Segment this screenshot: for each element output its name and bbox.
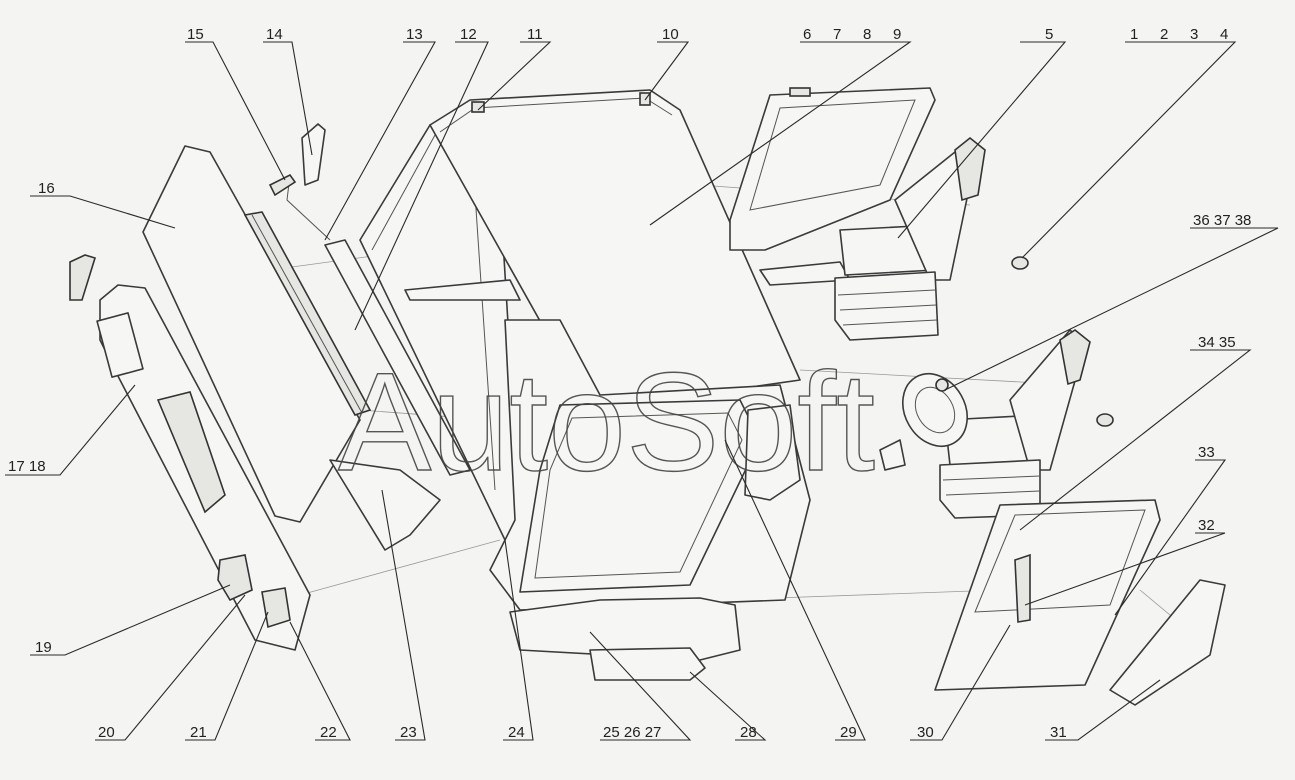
- label-1: 1: [1130, 26, 1138, 43]
- label-11: 11: [527, 26, 543, 43]
- leader-lines: [5, 41, 1279, 741]
- seat-part-5: [834, 136, 986, 341]
- label-23: 23: [400, 724, 417, 741]
- label-8: 8: [863, 26, 871, 43]
- bracket-part-21: [261, 587, 291, 629]
- label-34-35: 34 35: [1198, 334, 1236, 351]
- label-15: 15: [187, 26, 204, 43]
- side-glass-part-31: [1109, 579, 1226, 706]
- pillar-part-12: [324, 239, 471, 476]
- roof-clip-part-11: [471, 101, 485, 113]
- side-panel-part-16: [142, 145, 361, 523]
- label-12: 12: [460, 26, 477, 43]
- mirror-part-14: [301, 123, 326, 186]
- side-door-part-30-33: [934, 499, 1161, 691]
- steering-wheel-part-36-38: [879, 373, 968, 471]
- side-glass-part-29: [744, 404, 801, 501]
- label-19: 19: [35, 639, 52, 656]
- label-25-27: 25 26 27: [603, 724, 661, 741]
- mirror-arm: [286, 174, 331, 241]
- label-10: 10: [662, 26, 679, 43]
- label-13: 13: [406, 26, 423, 43]
- base-part-25-27: [509, 597, 741, 661]
- label-16: 16: [38, 180, 55, 197]
- bracket-part-19: [217, 554, 253, 602]
- label-4: 4: [1220, 26, 1228, 43]
- label-14: 14: [266, 26, 283, 43]
- rear-slot: [156, 391, 226, 514]
- knob-part-34-35: [1096, 413, 1114, 427]
- label-9: 9: [893, 26, 901, 43]
- label-7: 7: [833, 26, 841, 43]
- label-2: 2: [1160, 26, 1168, 43]
- label-30: 30: [917, 724, 934, 741]
- back-door-frame: [729, 87, 936, 251]
- label-32: 32: [1198, 517, 1215, 534]
- part-number-labels: 15 14 13 12 11 10 6 7 8 9 5 1 2 3 4 36 3…: [8, 26, 1251, 741]
- rear-window-part-17: [96, 312, 144, 378]
- label-24: 24: [508, 724, 525, 741]
- label-36-38: 36 37 38: [1193, 212, 1251, 229]
- label-17-18: 17 18: [8, 458, 46, 475]
- label-33: 33: [1198, 444, 1215, 461]
- roof-clip-part-10: [639, 92, 651, 106]
- label-28: 28: [740, 724, 757, 741]
- handle-part-17: [69, 254, 97, 301]
- cab-floor-beam: [404, 279, 521, 301]
- mirror-bracket-part-15: [268, 173, 297, 197]
- knob-part-1-4: [1011, 256, 1029, 270]
- watermark-text: AutoSoft: [338, 343, 875, 500]
- label-5: 5: [1045, 26, 1053, 43]
- seal-strip-part-13: [243, 211, 372, 416]
- step-part-28: [589, 647, 706, 681]
- label-3: 3: [1190, 26, 1198, 43]
- windshield-frame: [519, 399, 761, 593]
- label-31: 31: [1050, 724, 1067, 741]
- label-6: 6: [803, 26, 811, 43]
- label-29: 29: [840, 724, 857, 741]
- label-21: 21: [190, 724, 207, 741]
- door-handle-top: [789, 87, 811, 97]
- label-20: 20: [98, 724, 115, 741]
- label-22: 22: [320, 724, 337, 741]
